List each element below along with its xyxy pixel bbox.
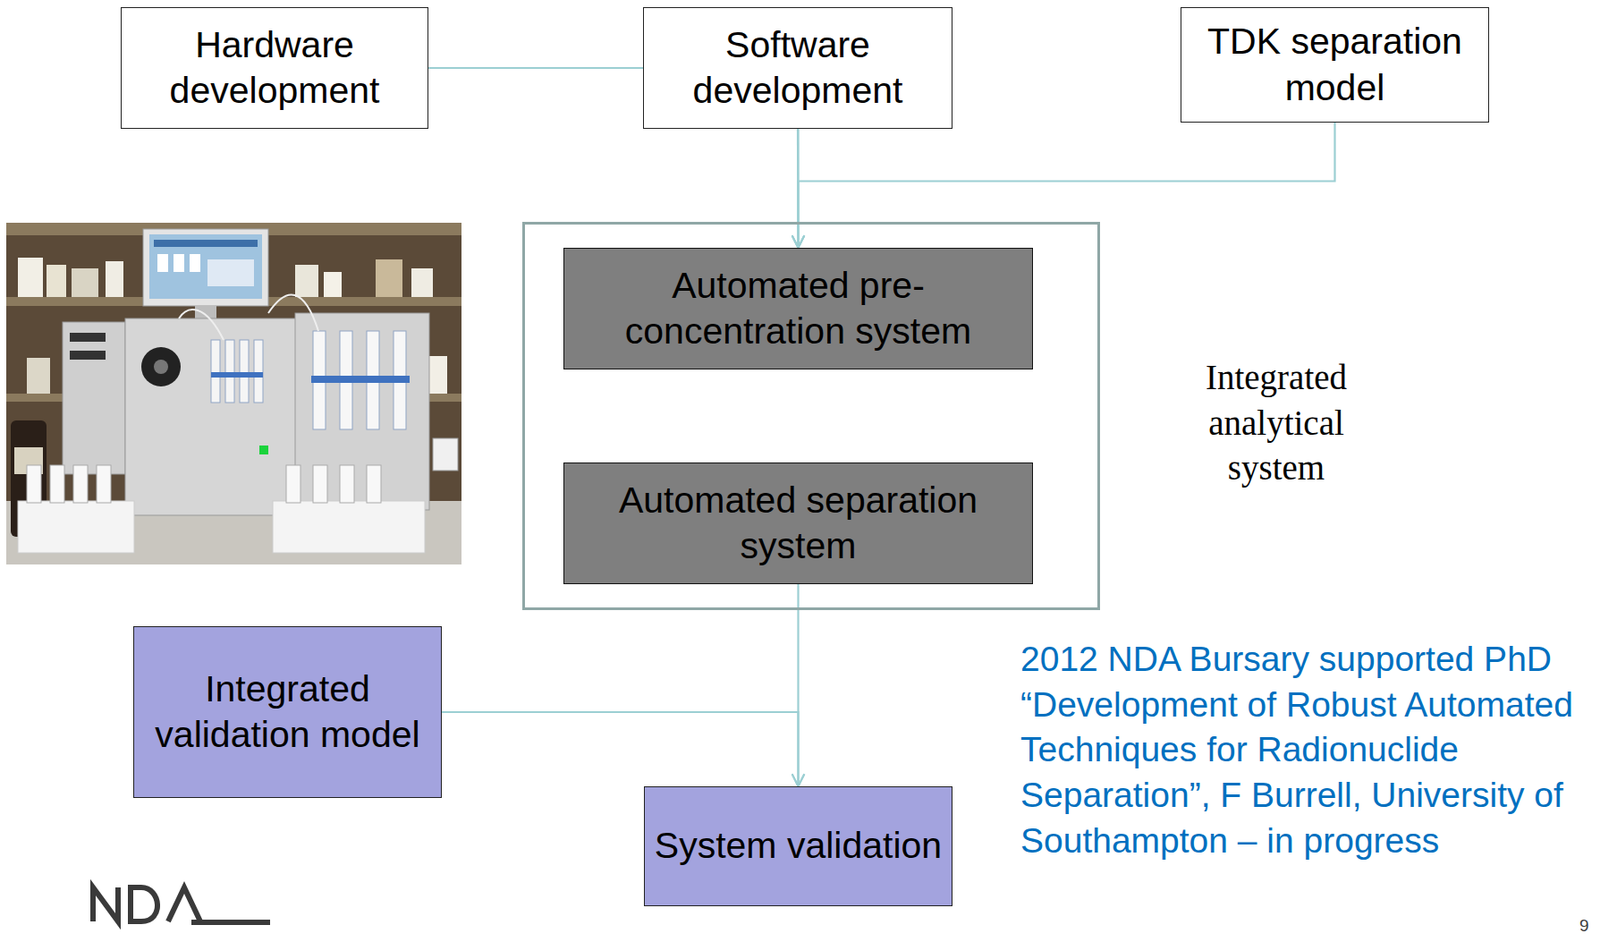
box-label: System validation [654, 822, 942, 869]
photo-shape [93, 887, 119, 922]
photo-shape [168, 887, 201, 922]
photo-shape [130, 887, 158, 922]
lab-photo [6, 222, 462, 565]
photo-shape [313, 465, 328, 503]
box-label: TDK separation model [1190, 18, 1480, 111]
system-box: Automated separation system [563, 462, 1033, 585]
photo-shape [73, 465, 88, 503]
process-box: TDK separation model [1180, 7, 1490, 123]
photo-shape [173, 253, 185, 272]
photo-shape [366, 465, 381, 503]
photo-shape [191, 919, 271, 925]
photo-shape [6, 222, 462, 565]
photo-shape [311, 375, 410, 383]
validation-box: Integrated validation model [133, 626, 442, 798]
nda-logo [93, 887, 271, 923]
connector-arrow [441, 711, 799, 787]
photo-shape [69, 350, 106, 360]
box-label: Software development [652, 22, 943, 115]
photo-shape [71, 268, 99, 297]
photo-shape [211, 339, 221, 403]
photo-shape [211, 372, 263, 378]
page-number: 9 [1579, 915, 1590, 937]
bursary-note: 2012 NDA Bursary supported PhD “Developm… [1020, 636, 1577, 864]
photo-shape [225, 339, 235, 403]
photo-shape [339, 465, 355, 503]
photo-shape [105, 261, 124, 297]
box-label: Hardware development [130, 22, 419, 115]
photo-shape [96, 465, 111, 503]
box-label: Integrated validation model [143, 666, 432, 759]
system-box: Automated pre-concentration system [563, 247, 1033, 370]
photo-shape [69, 332, 106, 342]
photo-shape [153, 239, 258, 247]
connector-arrow [798, 122, 1336, 248]
photo-shape [239, 339, 249, 403]
photo-shape [272, 500, 425, 553]
photo-shape [26, 465, 42, 503]
photo-shape [375, 259, 403, 297]
photo-shape [411, 268, 433, 297]
photo-shape [268, 295, 319, 331]
photo-shape [194, 305, 217, 319]
system-group: Integrated analytical systemAutomated pr… [522, 221, 1101, 610]
process-box: Software development [643, 7, 953, 129]
photo-shape [46, 264, 67, 297]
process-box: Hardware development [120, 7, 429, 129]
photo-shape [253, 339, 263, 403]
photo-shape [259, 445, 269, 455]
photo-shape [141, 347, 181, 387]
photo-shape [295, 313, 430, 510]
photo-shape [26, 357, 51, 394]
photo-shape [178, 309, 224, 340]
photo-shape [143, 228, 269, 306]
photo-shape [323, 271, 342, 297]
validation-box: System validation [643, 786, 953, 906]
group-heading: Integrated analytical system [1168, 355, 1384, 492]
photo-shape [62, 321, 126, 475]
photo-shape [149, 234, 263, 299]
box-label: Automated separation system [573, 477, 1024, 570]
photo-shape [207, 259, 254, 287]
photo-shape [157, 253, 169, 272]
photo-shape [189, 253, 201, 272]
photo-shape [17, 500, 135, 553]
photo-shape [286, 465, 301, 503]
photo-shape [432, 438, 458, 471]
photo-shape [295, 264, 319, 297]
box-label: Automated pre-concentration system [573, 262, 1024, 356]
photo-shape [50, 465, 65, 503]
photo-shape [153, 359, 169, 374]
photo-shape [17, 257, 43, 297]
